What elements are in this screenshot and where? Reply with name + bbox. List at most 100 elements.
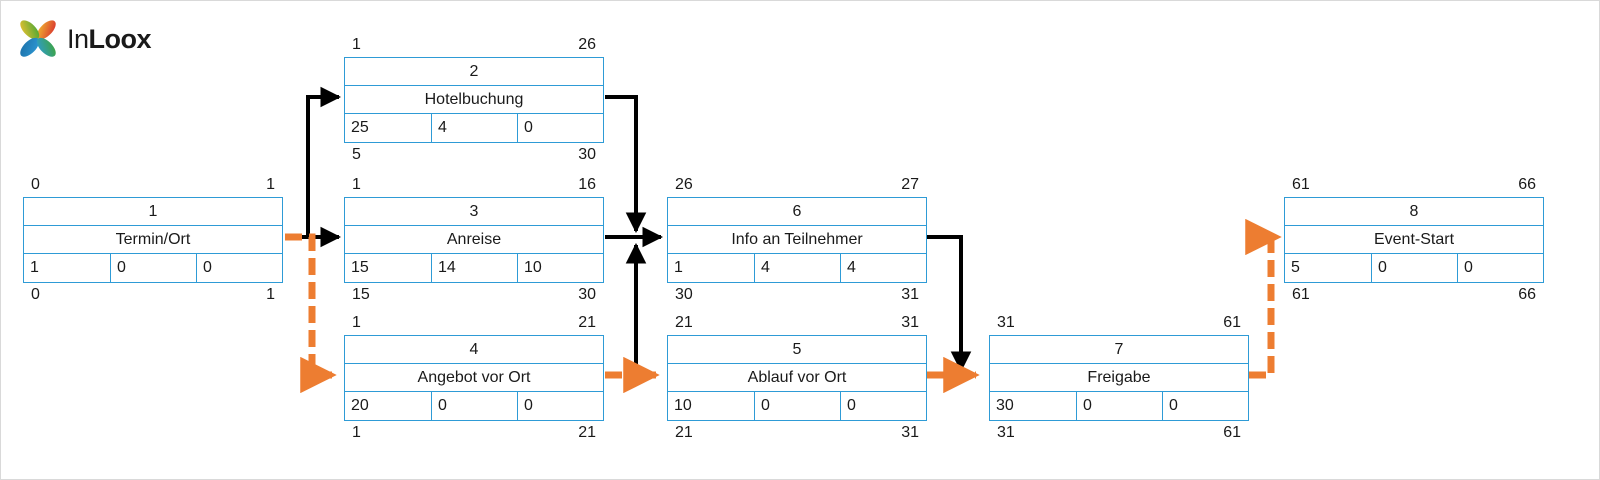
- node-3-name: Anreise: [345, 226, 603, 254]
- node-7-early-finish: 61: [1223, 314, 1241, 331]
- node-8-name: Event-Start: [1285, 226, 1543, 254]
- node-5-late-finish: 31: [901, 424, 919, 441]
- node-1-early-start: 0: [31, 176, 40, 193]
- node-2-early-finish: 26: [578, 36, 596, 53]
- node-7-free-float: 0: [1076, 392, 1162, 420]
- node-2[interactable]: 1 26 2 Hotelbuchung 25 4 0 5 30: [344, 36, 604, 163]
- node-3-id: 3: [345, 198, 603, 226]
- node-6-name: Info an Teilnehmer: [668, 226, 926, 254]
- node-2-total-float: 0: [517, 114, 603, 142]
- node-3[interactable]: 1 16 3 Anreise 15 14 10 15 30: [344, 176, 604, 303]
- node-5-duration: 10: [674, 397, 692, 414]
- node-1-late-start: 0: [31, 286, 40, 303]
- node-7-duration: 30: [996, 397, 1014, 414]
- edge-7-8: [1245, 218, 1282, 379]
- node-1-total-float: 0: [196, 254, 282, 282]
- node-6-box: 6 Info an Teilnehmer 1 4 4: [667, 197, 927, 283]
- node-3-values: 15 14 10: [345, 254, 603, 282]
- node-3-duration: 15: [351, 259, 369, 276]
- node-6-early-start: 26: [675, 176, 693, 193]
- node-6-values: 1 4 4: [668, 254, 926, 282]
- node-4-late-finish: 21: [578, 424, 596, 441]
- node-4[interactable]: 1 21 4 Angebot vor Ort 20 0 0 1 21: [344, 314, 604, 441]
- node-4-early-finish: 21: [578, 314, 596, 331]
- node-3-early-start: 1: [352, 176, 361, 193]
- edge-6-7: [927, 235, 972, 373]
- node-1-early-finish: 1: [266, 176, 275, 193]
- node-6-late-finish: 31: [901, 286, 919, 303]
- node-8-box: 8 Event-Start 5 0 0: [1284, 197, 1544, 283]
- node-5-total-float: 0: [840, 392, 926, 420]
- brand-name-bold: Loox: [88, 23, 152, 54]
- node-4-early-start: 1: [352, 314, 361, 331]
- node-4-id: 4: [345, 336, 603, 364]
- node-4-name: Angebot vor Ort: [345, 364, 603, 392]
- node-8-free-float: 0: [1371, 254, 1457, 282]
- node-4-late-start: 1: [352, 424, 361, 441]
- node-4-free-float: 0: [431, 392, 517, 420]
- node-6-early-finish: 27: [901, 176, 919, 193]
- node-4-values: 20 0 0: [345, 392, 603, 420]
- node-8-late-finish: 66: [1518, 286, 1536, 303]
- node-4-total-float: 0: [517, 392, 603, 420]
- node-1-box: 1 Termin/Ort 1 0 0: [23, 197, 283, 283]
- node-2-late-start: 5: [352, 146, 361, 163]
- node-3-box: 3 Anreise 15 14 10: [344, 197, 604, 283]
- node-7-total-float: 0: [1162, 392, 1248, 420]
- edge-1-2: [285, 86, 342, 239]
- node-1-name: Termin/Ort: [24, 226, 282, 254]
- node-7-early-start: 31: [997, 314, 1015, 331]
- node-2-duration: 25: [351, 119, 369, 136]
- node-5-early-start: 21: [675, 314, 693, 331]
- node-7-late-finish: 61: [1223, 424, 1241, 441]
- node-5-early-finish: 31: [901, 314, 919, 331]
- node-3-total-float: 10: [517, 254, 603, 282]
- node-7-late-start: 31: [997, 424, 1015, 441]
- node-6-duration: 1: [674, 259, 683, 276]
- node-8[interactable]: 61 66 8 Event-Start 5 0 0 61 66: [1284, 176, 1544, 303]
- node-6-id: 6: [668, 198, 926, 226]
- node-2-name: Hotelbuchung: [345, 86, 603, 114]
- node-2-free-float: 4: [431, 114, 517, 142]
- edge-1-4: [285, 233, 337, 394]
- node-2-early-start: 1: [352, 36, 361, 53]
- node-3-early-finish: 16: [578, 176, 596, 193]
- node-6-total-float: 4: [840, 254, 926, 282]
- node-5-name: Ablauf vor Ort: [668, 364, 926, 392]
- brand-name-light: In: [67, 23, 89, 54]
- node-5-values: 10 0 0: [668, 392, 926, 420]
- node-5-free-float: 0: [754, 392, 840, 420]
- node-8-total-float: 0: [1457, 254, 1543, 282]
- inloox-flower-logo-icon: [20, 20, 56, 57]
- node-2-values: 25 4 0: [345, 114, 603, 142]
- node-2-late-finish: 30: [578, 146, 596, 163]
- inloox-logo: InLoox: [15, 15, 275, 63]
- node-8-early-finish: 66: [1518, 176, 1536, 193]
- edge-2-6: [605, 95, 647, 234]
- node-8-early-start: 61: [1292, 176, 1310, 193]
- node-1[interactable]: 0 1 1 Termin/Ort 1 0 0 0 1: [23, 176, 283, 303]
- node-7[interactable]: 31 61 7 Freigabe 30 0 0 31 61: [989, 314, 1249, 441]
- node-5-id: 5: [668, 336, 926, 364]
- node-8-values: 5 0 0: [1285, 254, 1543, 282]
- node-5-box: 5 Ablauf vor Ort 10 0 0: [667, 335, 927, 421]
- node-1-late-finish: 1: [266, 286, 275, 303]
- node-3-free-float: 14: [431, 254, 517, 282]
- node-7-id: 7: [990, 336, 1248, 364]
- node-8-late-start: 61: [1292, 286, 1310, 303]
- node-4-duration: 20: [351, 397, 369, 414]
- node-1-values: 1 0 0: [24, 254, 282, 282]
- node-1-id: 1: [24, 198, 282, 226]
- node-3-late-finish: 30: [578, 286, 596, 303]
- node-8-id: 8: [1285, 198, 1543, 226]
- node-5[interactable]: 21 31 5 Ablauf vor Ort 10 0 0 21 31: [667, 314, 927, 441]
- node-2-box: 2 Hotelbuchung 25 4 0: [344, 57, 604, 143]
- node-8-duration: 5: [1291, 259, 1300, 276]
- node-1-free-float: 0: [110, 254, 196, 282]
- node-7-name: Freigabe: [990, 364, 1248, 392]
- node-5-late-start: 21: [675, 424, 693, 441]
- node-7-box: 7 Freigabe 30 0 0: [989, 335, 1249, 421]
- node-6[interactable]: 26 27 6 Info an Teilnehmer 1 4 4 30 31: [667, 176, 927, 303]
- node-7-values: 30 0 0: [990, 392, 1248, 420]
